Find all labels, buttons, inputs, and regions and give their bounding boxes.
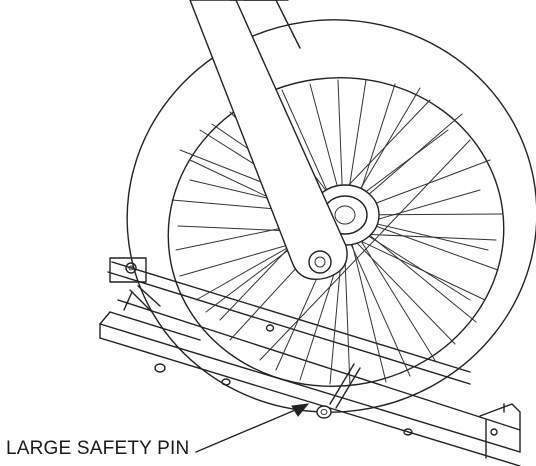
mounting-frame (99, 257, 521, 466)
large-safety-pin (316, 363, 361, 419)
callout-label-large-safety-pin: LARGE SAFETY PIN (6, 438, 190, 459)
callout-leader (195, 403, 310, 453)
fork-arm (189, 0, 348, 280)
